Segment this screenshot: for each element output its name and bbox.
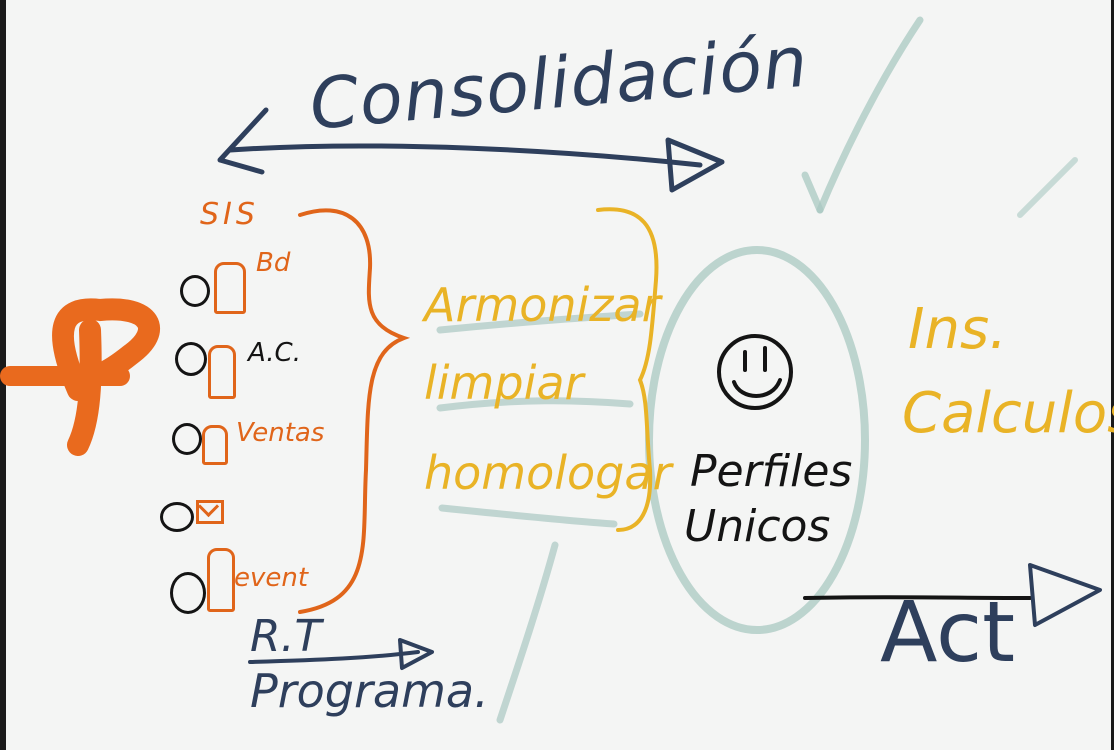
teal-ellipse — [645, 246, 869, 634]
source-label-ventas: Ventas — [236, 418, 325, 448]
teal-underline-3 — [438, 504, 618, 528]
smiley-mouth — [732, 378, 782, 398]
teal-underline-2 — [436, 397, 634, 412]
insights-label-line1: Ins. — [908, 297, 1007, 362]
action-label: Act — [880, 583, 1016, 681]
teal-check-stroke — [816, 16, 924, 214]
teal-check-short — [801, 171, 824, 214]
source-label-event: event — [234, 563, 309, 593]
smiley-face-icon — [717, 334, 793, 410]
orange-mark-stem — [67, 319, 102, 456]
real-time-label: R.T — [250, 611, 322, 662]
profiles-label-line2: Unicos — [684, 501, 831, 552]
profiles-label-line1: Perfiles — [690, 446, 853, 497]
consolidation-arrow-left-head — [217, 107, 269, 175]
source-number-icon — [160, 502, 194, 532]
source-label-bd: Bd — [256, 248, 291, 278]
sources-bracket — [298, 208, 411, 614]
process-step-limpiar: limpiar — [424, 356, 584, 410]
database-icon — [208, 345, 236, 399]
mail-icon — [196, 500, 224, 524]
source-number-icon — [180, 275, 210, 307]
source-label-ac: A.C. — [248, 338, 301, 368]
sources-header: SIS — [200, 197, 259, 232]
process-step-armonizar: Armonizar — [424, 278, 661, 332]
teal-diagonal-stroke — [496, 541, 559, 724]
insights-label-line2: Calculos — [902, 381, 1114, 446]
window-border-right — [1111, 0, 1114, 750]
source-number-icon — [170, 572, 206, 614]
consolidation-arrow-line — [227, 143, 703, 168]
source-number-icon — [175, 342, 207, 376]
rt-arrow-head — [398, 638, 434, 670]
process-bracket — [596, 207, 659, 532]
act-arrow-head — [1028, 563, 1102, 627]
process-step-homologar: homologar — [424, 446, 672, 500]
teal-underline-1 — [436, 310, 644, 334]
database-icon — [202, 425, 228, 465]
consolidation-arrow-right-head — [665, 137, 725, 193]
source-number-icon — [172, 423, 202, 455]
database-icon — [207, 548, 235, 612]
programmed-label: Programa. — [250, 664, 489, 718]
act-arrow-line — [803, 595, 1032, 600]
database-icon — [214, 262, 246, 314]
teal-dash-stroke — [1017, 157, 1078, 218]
